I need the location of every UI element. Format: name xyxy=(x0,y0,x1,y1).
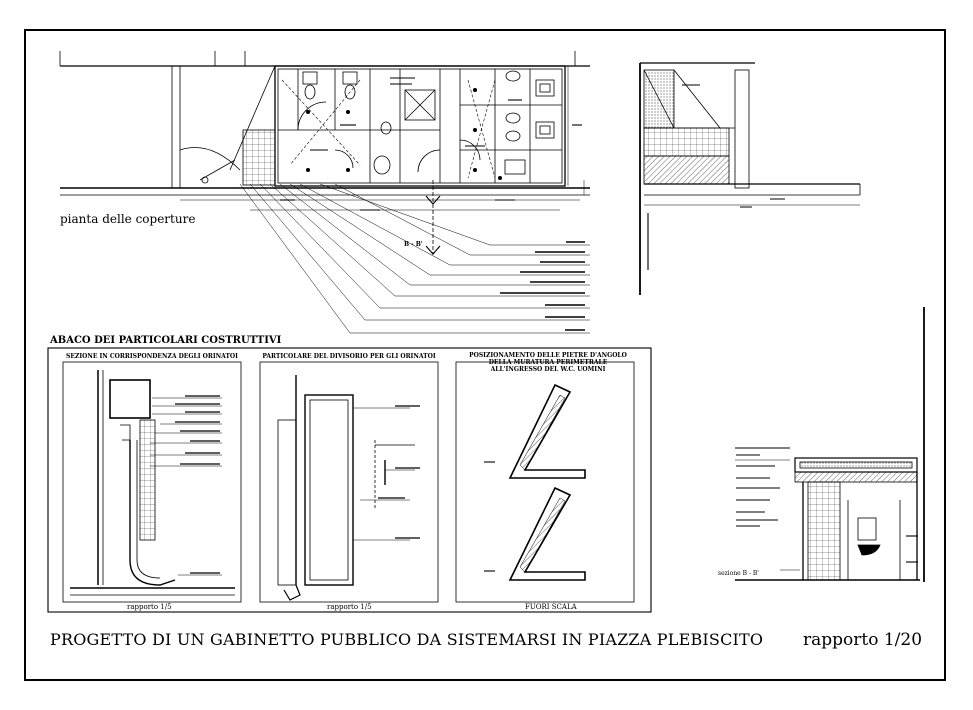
panel-corner-stones xyxy=(484,383,586,581)
panel-divider-detail xyxy=(277,375,420,601)
drawing-title: PROGETTO DI UN GABINETTO PUBBLICO DA SIS… xyxy=(50,630,764,649)
plan-title: pianta delle coperture xyxy=(60,212,196,226)
panel-2-scale: rapporto 1/5 xyxy=(327,603,372,611)
top-right-section xyxy=(639,62,861,295)
panel-urinal-section xyxy=(70,370,235,596)
floor-plan xyxy=(59,51,590,334)
abaco-panels xyxy=(47,347,652,613)
section-b-b xyxy=(735,307,925,582)
panel-3-caption: POSIZIONAMENTO DELLE PIETRE D'ANGOLO DEL… xyxy=(469,352,627,373)
drawing-frame xyxy=(24,29,946,681)
abaco-title: ABACO DEI PARTICOLARI COSTRUTTIVI xyxy=(50,335,282,346)
panel-1-scale: rapporto 1/5 xyxy=(127,603,172,611)
drawing-scale: rapporto 1/20 xyxy=(803,630,923,650)
panel-3-scale: FUORI SCALA xyxy=(525,603,577,611)
section-label: sezione B - B' xyxy=(718,570,759,577)
section-mark-label: B - B' xyxy=(404,241,423,248)
panel-2-caption: PARTICOLARE DEL DIVISORIO PER GLI ORINAT… xyxy=(262,353,436,360)
panel-1-caption: SEZIONE IN CORRISPONDENZA DEGLI ORINATOI xyxy=(66,353,238,360)
